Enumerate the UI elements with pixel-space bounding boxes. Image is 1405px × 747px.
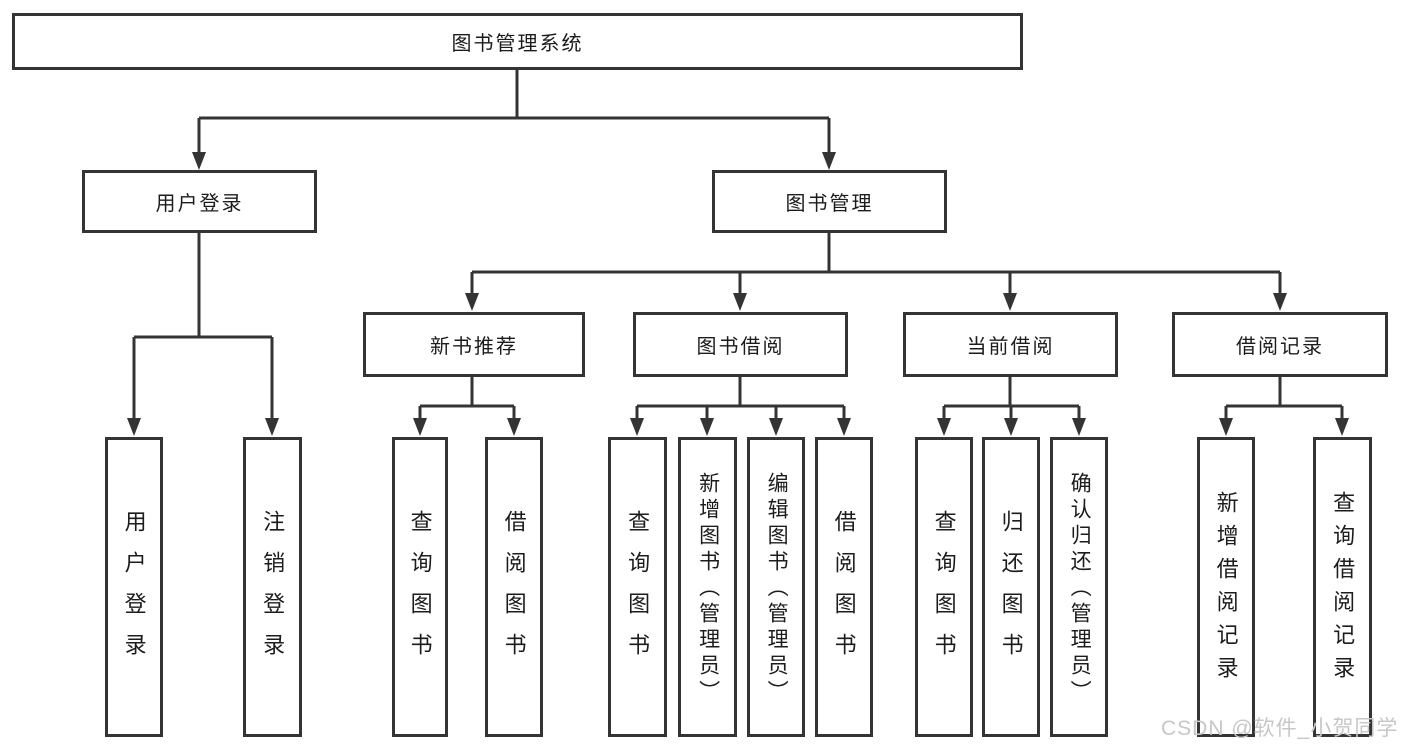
leaf-add-borrow-record-label: 新增借阅记录	[1213, 491, 1239, 689]
leaf-query-books-current-label: 查询图书	[931, 510, 957, 674]
leaf-query-books-recommend-label: 查询图书	[407, 510, 433, 674]
leaf-query-books-current: 查询图书	[915, 437, 973, 737]
leaf-user-login-label: 用户登录	[121, 510, 147, 674]
leaf-borrow-books-recommend: 借阅图书	[485, 437, 543, 737]
leaf-user-login: 用户登录	[105, 437, 163, 737]
node-book-borrowing-label: 图书借阅	[696, 336, 785, 358]
node-book-management: 图书管理	[712, 170, 947, 233]
leaf-query-books-borrowing: 查询图书	[608, 437, 667, 737]
node-new-book-recommend: 新书推荐	[363, 312, 585, 377]
node-new-book-recommend-label: 新书推荐	[430, 336, 518, 358]
leaf-borrow-books-borrowing-label: 借阅图书	[831, 510, 857, 674]
leaf-confirm-return-admin: 确认归还（管理员）	[1050, 437, 1108, 737]
node-current-borrowing-label: 当前借阅	[966, 336, 1055, 358]
leaf-confirm-return-admin-label: 确认归还（管理员）	[1068, 471, 1092, 706]
leaf-borrow-books-borrowing: 借阅图书	[815, 437, 873, 737]
node-book-borrowing: 图书借阅	[633, 312, 848, 377]
node-borrowing-records-label: 借阅记录	[1236, 336, 1324, 358]
node-book-management-label: 图书管理	[785, 193, 874, 215]
node-current-borrowing: 当前借阅	[903, 312, 1118, 377]
leaf-edit-book-admin: 编辑图书（管理员）	[747, 437, 805, 737]
leaf-logout-label: 注销登录	[260, 510, 286, 674]
leaf-return-book: 归还图书	[982, 437, 1040, 737]
node-user-login-branch-label: 用户登录	[155, 193, 244, 215]
leaf-edit-book-admin-label: 编辑图书（管理员）	[765, 471, 789, 706]
node-root: 图书管理系统	[12, 13, 1023, 70]
leaf-logout: 注销登录	[243, 437, 302, 737]
leaf-query-books-recommend: 查询图书	[392, 437, 448, 737]
node-user-login-branch: 用户登录	[82, 170, 317, 233]
leaf-query-books-borrowing-label: 查询图书	[625, 510, 651, 674]
node-root-label: 图书管理系统	[451, 33, 584, 55]
leaf-add-book-admin: 新增图书（管理员）	[678, 437, 737, 737]
leaf-add-book-admin-label: 新增图书（管理员）	[696, 471, 720, 706]
leaf-add-borrow-record: 新增借阅记录	[1197, 437, 1255, 737]
watermark: CSDN @软件_小贺同学	[1161, 717, 1399, 740]
leaf-borrow-books-recommend-label: 借阅图书	[501, 510, 527, 674]
connector-arrows	[127, 152, 1349, 436]
leaf-query-borrow-record-label: 查询借阅记录	[1330, 491, 1356, 689]
connector-stems	[132, 70, 1344, 423]
leaf-return-book-label: 归还图书	[998, 510, 1024, 674]
leaf-query-borrow-record: 查询借阅记录	[1313, 437, 1372, 737]
node-borrowing-records: 借阅记录	[1172, 312, 1388, 377]
